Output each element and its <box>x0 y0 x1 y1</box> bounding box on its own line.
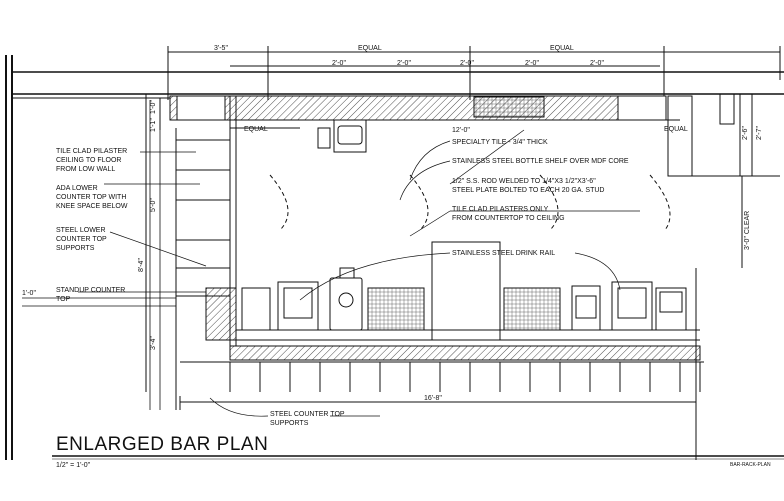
dim-top-left: 3'-5" <box>214 45 228 52</box>
dim-equal-1: EQUAL <box>358 45 382 52</box>
dim-v-clear: 3'-0" CLEAR <box>744 210 751 250</box>
drawing-title: ENLARGED BAR PLAN <box>56 434 269 455</box>
drawing-scale: 1/2" = 1'-0" <box>56 462 91 469</box>
dim-seg-2: 2'-0" <box>397 60 411 67</box>
dim-width-12: 12'-0" <box>452 127 470 134</box>
dim-seg-1: 2'-0" <box>332 60 346 67</box>
sheet-reference: BAR-RACK-PLAN <box>730 462 771 468</box>
dim-v-5-0: 5'-0" <box>150 198 157 212</box>
dim-v-3-4: 3'-4" <box>150 336 157 350</box>
note-specialty-tile: SPECIALTY TILE - 3/4" THICK <box>452 139 548 146</box>
note-ada-counter: ADA LOWER COUNTER TOP WITH KNEE SPACE BE… <box>56 185 128 210</box>
note-bottle-shelf: STAINLESS STEEL BOTTLE SHELF OVER MDF CO… <box>452 158 629 165</box>
note-steel-lower-supports: STEEL LOWER COUNTER TOP SUPPORTS <box>56 227 107 252</box>
dim-v-2-6: 2'-6" <box>742 126 749 140</box>
note-pilasters-only: TILE CLAD PILASTERS ONLY FROM COUNTERTOP… <box>452 206 565 222</box>
dim-equal-2: EQUAL <box>550 45 574 52</box>
dim-equal-left: EQUAL <box>244 126 268 133</box>
dim-equal-right: EQUAL <box>664 126 688 133</box>
dim-v-2-7: 2'-7" <box>756 126 763 140</box>
dim-v-1-1: 1'-1" <box>150 118 157 132</box>
dim-bottom-16: 16'-8" <box>424 395 442 402</box>
dim-seg-3: 2'-0" <box>460 60 474 67</box>
dim-left-1-0: 1'-0" <box>22 290 36 297</box>
note-ss-rod: 1/2" S.S. ROD WELDED TO 1/4"x3 1/2"x3'-6… <box>452 178 605 194</box>
note-steel-counter-supports: STEEL COUNTER TOP SUPPORTS <box>270 411 345 427</box>
note-standup-counter: STANDUP COUNTER TOP <box>56 287 126 303</box>
note-drink-rail: STAINLESS STEEL DRINK RAIL <box>452 250 556 257</box>
note-tile-clad-pilaster: TILE CLAD PILASTER CEILING TO FLOOR FROM… <box>56 148 128 173</box>
dim-seg-4: 2'-0" <box>525 60 539 67</box>
dim-v-8-4: 8'-4" <box>138 258 145 272</box>
dim-v-1-0: 1'-0" <box>150 100 157 114</box>
dim-seg-5: 2'-0" <box>590 60 604 67</box>
